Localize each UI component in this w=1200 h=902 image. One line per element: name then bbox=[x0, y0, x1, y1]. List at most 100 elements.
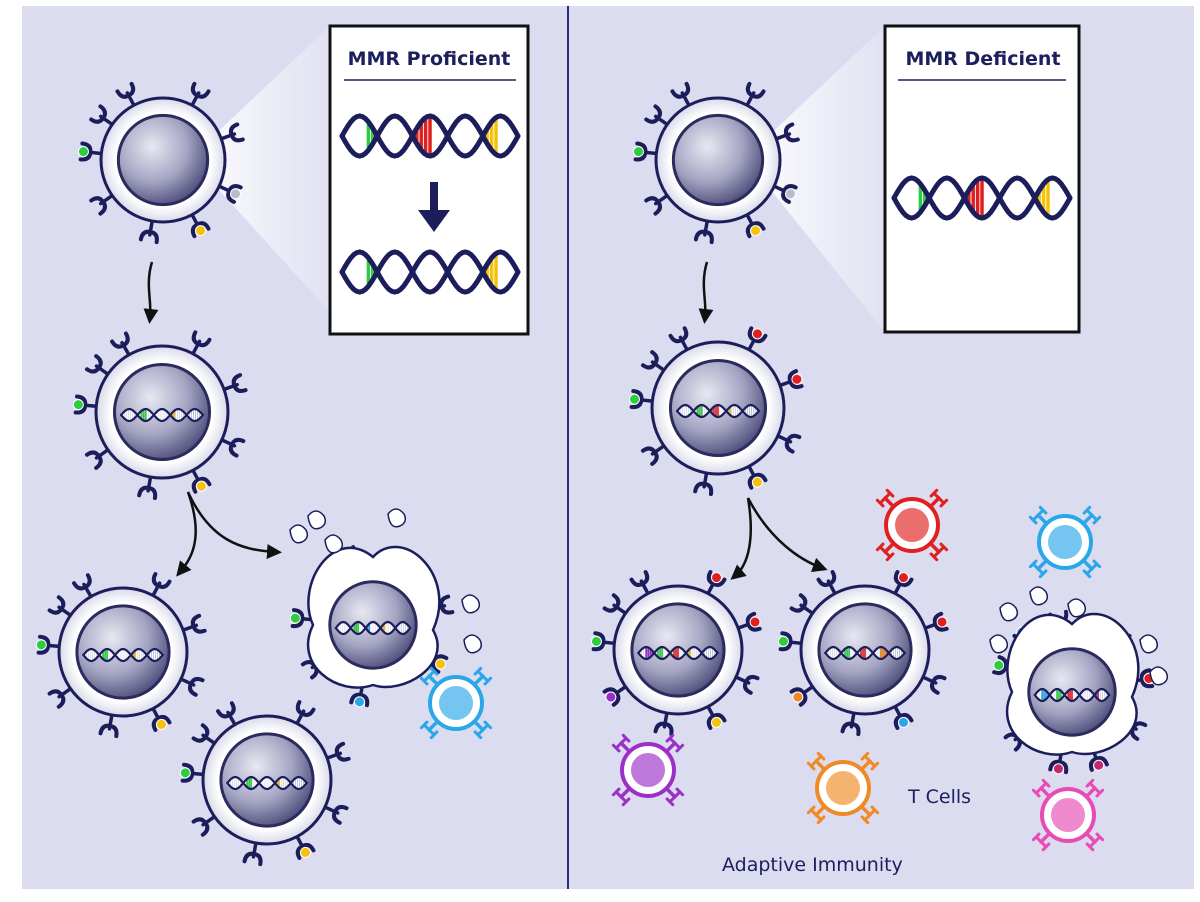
receptor bbox=[220, 437, 246, 458]
tumor-cell-mid-left bbox=[72, 330, 248, 501]
antigen-dot bbox=[897, 572, 909, 584]
receptor bbox=[778, 369, 804, 389]
nucleus-dna bbox=[82, 647, 164, 663]
t-cell-nucleus bbox=[1048, 525, 1082, 559]
receptor bbox=[137, 475, 158, 501]
antigen-dot bbox=[590, 635, 602, 647]
arrow-left-split-2 bbox=[186, 491, 282, 559]
receptor bbox=[191, 330, 212, 356]
receptor bbox=[693, 471, 714, 497]
antigen-dot bbox=[710, 572, 722, 584]
antigen-dot bbox=[289, 612, 301, 624]
receptor bbox=[706, 570, 727, 596]
receptor bbox=[349, 682, 370, 708]
nucleus bbox=[671, 113, 765, 207]
nucleus-dna bbox=[637, 645, 719, 661]
antigen-dot bbox=[35, 639, 47, 651]
cell-debris bbox=[1029, 586, 1049, 606]
receptor bbox=[745, 81, 766, 108]
receptor bbox=[747, 464, 768, 490]
t-cell-nucleus bbox=[826, 771, 860, 805]
receptor bbox=[774, 122, 800, 143]
antigen-dot bbox=[936, 616, 948, 628]
receptor bbox=[632, 141, 659, 162]
receptor bbox=[191, 723, 217, 746]
receptor bbox=[590, 631, 617, 652]
adaptive-immunity-label: Adaptive Immunity bbox=[722, 854, 903, 876]
receptor bbox=[816, 570, 837, 596]
t-cell-blue-right bbox=[1028, 505, 1102, 579]
tumor-cell-low-right-2 bbox=[777, 570, 949, 737]
receptor bbox=[72, 573, 93, 599]
t-cell-purple bbox=[611, 733, 685, 807]
receptor bbox=[777, 631, 804, 652]
receptor bbox=[629, 570, 650, 596]
mmr-proficient-title: MMR Proficient bbox=[347, 48, 511, 70]
receptor bbox=[242, 841, 263, 867]
receptor bbox=[295, 700, 316, 726]
receptor bbox=[602, 684, 628, 707]
receptor bbox=[47, 686, 73, 709]
antigen-dot bbox=[179, 767, 191, 779]
antigen-dot bbox=[710, 716, 722, 728]
tumor-cell-mid-right bbox=[628, 326, 804, 497]
receptor bbox=[893, 570, 914, 596]
receptor bbox=[644, 104, 669, 127]
nucleus-dna bbox=[1033, 687, 1111, 703]
antigen-dot bbox=[1052, 763, 1064, 775]
receptor bbox=[602, 593, 628, 616]
t-cells-label: T Cells bbox=[908, 786, 972, 808]
antigen-dot bbox=[785, 188, 797, 200]
antigen-dot bbox=[751, 476, 763, 488]
receptor bbox=[179, 762, 205, 783]
receptor bbox=[1088, 746, 1109, 772]
nucleus-dna bbox=[226, 775, 308, 791]
receptor bbox=[295, 834, 316, 860]
receptor bbox=[670, 81, 691, 108]
t-cell-red bbox=[875, 488, 949, 562]
receptor bbox=[772, 184, 798, 204]
antigen-dot bbox=[77, 146, 89, 158]
receptor bbox=[35, 634, 61, 655]
antigen-dot bbox=[1093, 759, 1105, 771]
receptor bbox=[644, 193, 669, 216]
receptor bbox=[110, 331, 131, 357]
antigen-dot bbox=[195, 480, 207, 492]
tumor-cell-top-right bbox=[632, 81, 800, 245]
zoom-cone-left bbox=[190, 26, 330, 312]
receptor bbox=[98, 713, 119, 739]
receptor bbox=[789, 684, 815, 707]
tumor-cell-bottom-left bbox=[179, 700, 351, 867]
cell-debris bbox=[307, 510, 327, 530]
receptor bbox=[706, 704, 727, 730]
dna-unrepaired bbox=[891, 175, 1073, 221]
tumor-cell-low-right-1 bbox=[590, 570, 762, 737]
dna-after-repair bbox=[339, 249, 521, 295]
arrow-right-split-1 bbox=[730, 497, 752, 580]
t-cell-nucleus bbox=[631, 753, 665, 787]
nucleus bbox=[116, 113, 210, 207]
receptor bbox=[191, 814, 217, 837]
receptor bbox=[653, 711, 674, 737]
receptor bbox=[151, 572, 172, 598]
antigen-dot bbox=[353, 696, 365, 708]
receptor bbox=[923, 611, 949, 632]
receptor bbox=[179, 676, 205, 697]
receptor bbox=[217, 184, 243, 204]
receptor bbox=[323, 804, 349, 825]
cell-debris bbox=[999, 602, 1019, 622]
t-cell-orange bbox=[806, 751, 880, 825]
receptor bbox=[84, 354, 110, 376]
dying-tumor-cell-left bbox=[289, 545, 455, 708]
antigen-dot bbox=[750, 225, 762, 237]
nucleus-dna bbox=[675, 403, 761, 419]
antigen-dot bbox=[435, 658, 447, 670]
receptor bbox=[640, 350, 666, 372]
receptor bbox=[668, 326, 689, 352]
t-cell-nucleus bbox=[1051, 798, 1085, 832]
antigen-dot bbox=[628, 393, 640, 405]
arrow-right-top bbox=[698, 261, 714, 324]
antigen-dot bbox=[605, 691, 617, 703]
receptor bbox=[84, 448, 110, 470]
